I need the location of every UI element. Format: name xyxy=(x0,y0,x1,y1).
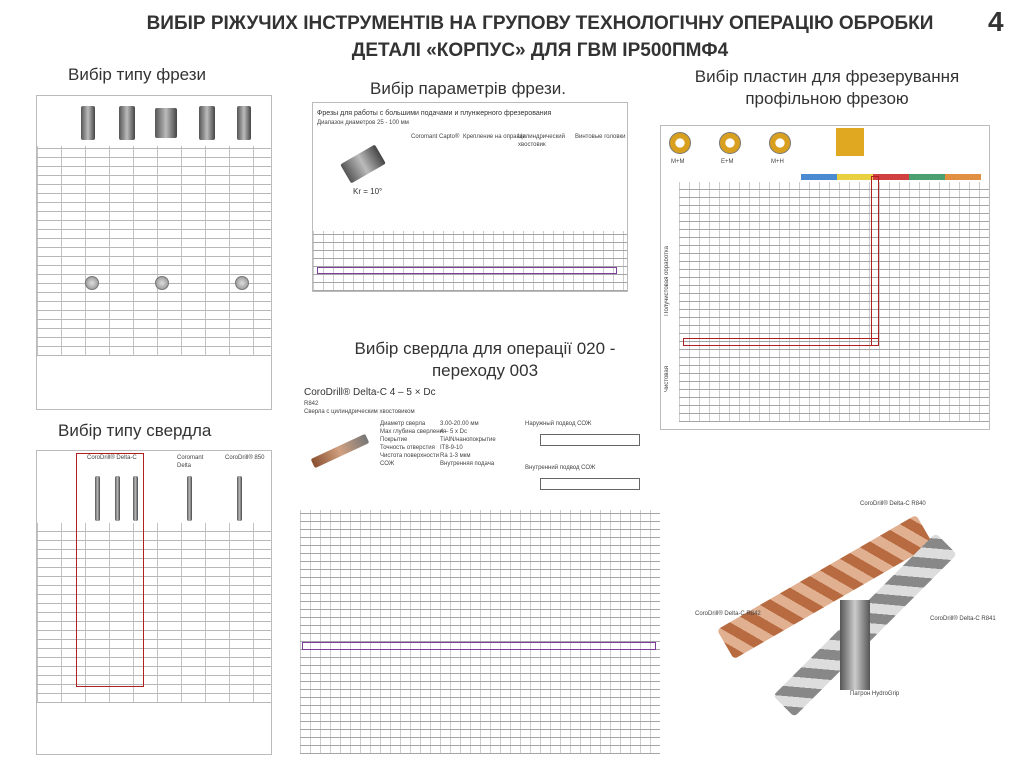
drill-image xyxy=(187,476,192,521)
coolant-label: Наружный подвод СОЖ xyxy=(525,421,592,427)
col-header: Coromant Delta xyxy=(177,455,204,469)
col-header: Цилиндрический хвостовик xyxy=(518,134,565,148)
product-name: CoroDrill® Delta-C 4 – 5 × Dc xyxy=(304,387,436,398)
drill-select-heading: Вибір свердла для операції 020 - переход… xyxy=(354,339,616,380)
col-header: Винтовые головки xyxy=(575,134,626,140)
material-colors xyxy=(801,174,981,180)
slide-title: ВИБІР РІЖУЧИХ ІНСТРУМЕНТІВ НА ГРУПОВУ ТЕ… xyxy=(146,13,934,61)
selected-column xyxy=(76,453,144,687)
col-header: Coromant Capto® xyxy=(411,134,460,140)
table-grid xyxy=(679,182,989,422)
insert-image xyxy=(836,128,864,156)
spec-label: Точность отверстия xyxy=(380,445,435,451)
drill-diagram xyxy=(540,434,640,446)
insert-image xyxy=(719,132,741,154)
drill-type-heading: Вибір типу свердла xyxy=(58,421,212,440)
mill-type-table xyxy=(36,95,272,410)
side-label: Чистовая xyxy=(664,366,670,393)
drill-diagram xyxy=(540,478,640,490)
mill-image xyxy=(340,144,386,184)
spec-value: 4 – 5 x Dc xyxy=(440,429,468,435)
mill-image xyxy=(237,106,251,140)
holder-image xyxy=(840,600,870,690)
illustration-label: CoroDrill® Delta-C R841 xyxy=(930,616,996,622)
mill-image xyxy=(199,106,215,140)
selected-row xyxy=(317,267,617,274)
insert-label: M+M xyxy=(671,159,685,165)
spec-value: 3.00-20.00 мм xyxy=(440,421,479,427)
col-header: CoroDrill® 850 xyxy=(225,455,265,461)
selected-row xyxy=(683,338,879,346)
drill-image xyxy=(310,433,370,469)
selected-row xyxy=(302,642,656,650)
mill-params-caption: Фрезы для работы с большими подачами и п… xyxy=(317,110,552,117)
selected-column xyxy=(871,176,879,346)
mill-type-heading: Вибір типу фрези xyxy=(68,65,207,84)
illustration-label: CoroDrill® Delta-C R840 xyxy=(860,501,926,507)
mill-params-table: Фрезы для работы с большими подачами и п… xyxy=(312,102,628,292)
recommend-icon xyxy=(235,276,249,290)
insert-label: M+H xyxy=(771,159,784,165)
inserts-heading: Вибір пластин для фрезерування профільно… xyxy=(694,67,960,108)
mill-image xyxy=(155,108,177,138)
page-number: 4 xyxy=(988,6,1004,37)
drill-image xyxy=(133,476,138,521)
table-grid xyxy=(313,231,627,291)
drill-image xyxy=(95,476,100,521)
kr-angle: Kr = 10° xyxy=(353,187,383,196)
product-code: R842 xyxy=(304,401,319,407)
illustration-label: CoroDrill® Delta-C R842 xyxy=(695,611,761,617)
mill-image xyxy=(81,106,95,140)
inserts-table: M+M E+M M+H Получистовая обработка Чисто… xyxy=(660,125,990,430)
drill-image xyxy=(237,476,242,521)
insert-label: E+M xyxy=(721,159,734,165)
col-header: Крепление на оправке xyxy=(463,134,526,140)
side-label: Получистовая обработка xyxy=(664,246,670,316)
table-grid xyxy=(37,146,271,356)
recommend-icon xyxy=(85,276,99,290)
insert-image xyxy=(769,132,791,154)
drill-type-table: CoroDrill® Delta-C Coromant Delta CoroDr… xyxy=(36,450,272,755)
drill-illustration: CoroDrill® Delta-C R840 CoroDrill® Delta… xyxy=(690,490,1000,720)
table-grid xyxy=(300,510,660,754)
spec-label: Чистота поверхности xyxy=(380,453,439,459)
illustration-label: Патрон HydroGrip xyxy=(850,691,900,697)
drill-image xyxy=(115,476,120,521)
mill-params-subcaption: Диапазон диаметров 25 - 100 мм xyxy=(317,120,409,126)
drill-select-table: CoroDrill® Delta-C 4 – 5 × Dc R842 Сверл… xyxy=(300,386,660,756)
spec-value: TiAlN/нанопокрытие xyxy=(440,437,496,443)
product-subtitle: Сверла с цилиндрическим хвостовиком xyxy=(304,409,415,415)
spec-label: Мах глубина сверления xyxy=(380,429,447,435)
mill-params-heading: Вибір параметрів фрези. xyxy=(370,79,566,98)
insert-image xyxy=(669,132,691,154)
col-header: CoroDrill® Delta-C xyxy=(87,455,137,461)
mill-image xyxy=(119,106,135,140)
recommend-icon xyxy=(155,276,169,290)
spec-label: СОЖ xyxy=(380,461,395,467)
spec-value: Внутренняя подача xyxy=(440,461,495,467)
spec-label: Диаметр сверла xyxy=(380,421,426,427)
spec-label: Покрытие xyxy=(380,437,408,443)
spec-value: IT8-9-10 xyxy=(440,445,463,451)
table-grid xyxy=(37,523,271,703)
spec-value: Ra 1-3 мкм xyxy=(440,453,471,459)
coolant-label: Внутренний подвод СОЖ xyxy=(525,465,596,471)
